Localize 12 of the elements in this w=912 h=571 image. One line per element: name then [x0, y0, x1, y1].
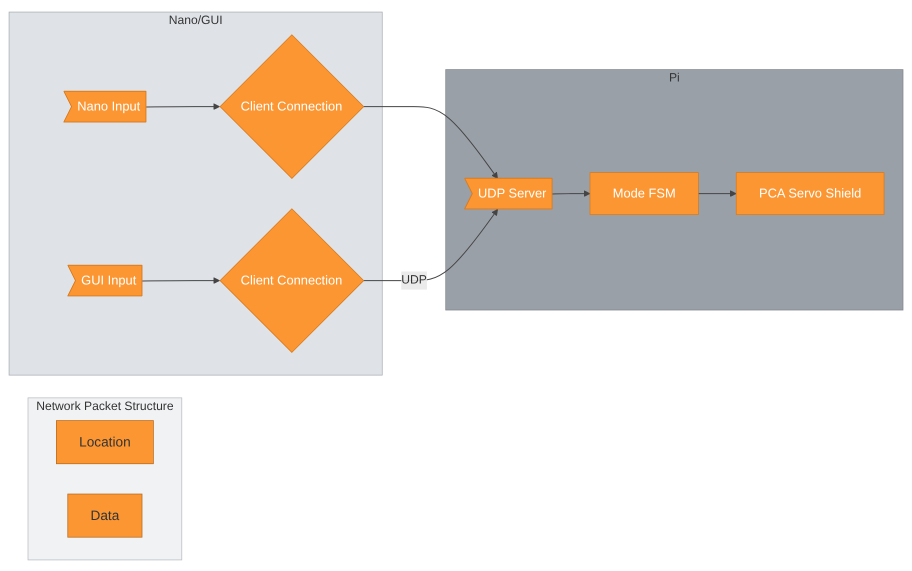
node-box: Data — [67, 493, 142, 538]
node-diamond: Client Connection — [219, 208, 364, 352]
node-diamond: Client Connection — [219, 34, 364, 178]
node-box: Location — [56, 420, 154, 464]
arrow — [552, 190, 590, 196]
arrow — [698, 190, 737, 196]
edge-label: UDP — [401, 273, 427, 286]
arrow — [146, 102, 220, 110]
arrow — [362, 106, 498, 178]
arrow — [142, 276, 220, 284]
node-box: Mode FSM — [590, 172, 699, 214]
node-box: PCA Servo Shield — [736, 172, 884, 214]
